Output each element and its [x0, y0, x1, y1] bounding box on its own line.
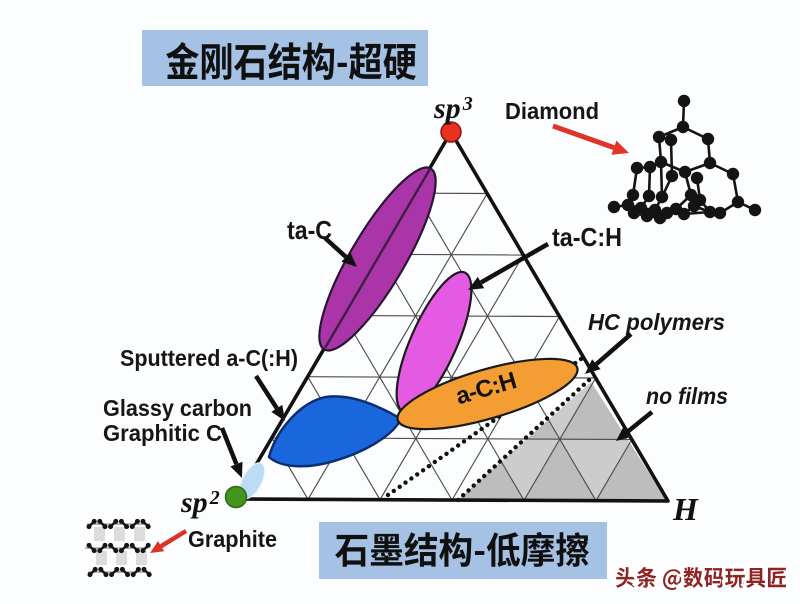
- svg-text:Graphite: Graphite: [188, 526, 277, 552]
- svg-text:no films: no films: [646, 383, 728, 409]
- svg-text:HC polymers: HC polymers: [588, 309, 725, 335]
- svg-text:H: H: [672, 491, 699, 527]
- svg-text:Diamond: Diamond: [505, 98, 599, 124]
- svg-text:Sputtered a-C(:H): Sputtered a-C(:H): [120, 345, 298, 371]
- svg-text:ta-C:H: ta-C:H: [552, 222, 622, 252]
- svg-text:Graphitic C: Graphitic C: [103, 420, 222, 446]
- svg-text:Glassy carbon: Glassy carbon: [103, 395, 252, 421]
